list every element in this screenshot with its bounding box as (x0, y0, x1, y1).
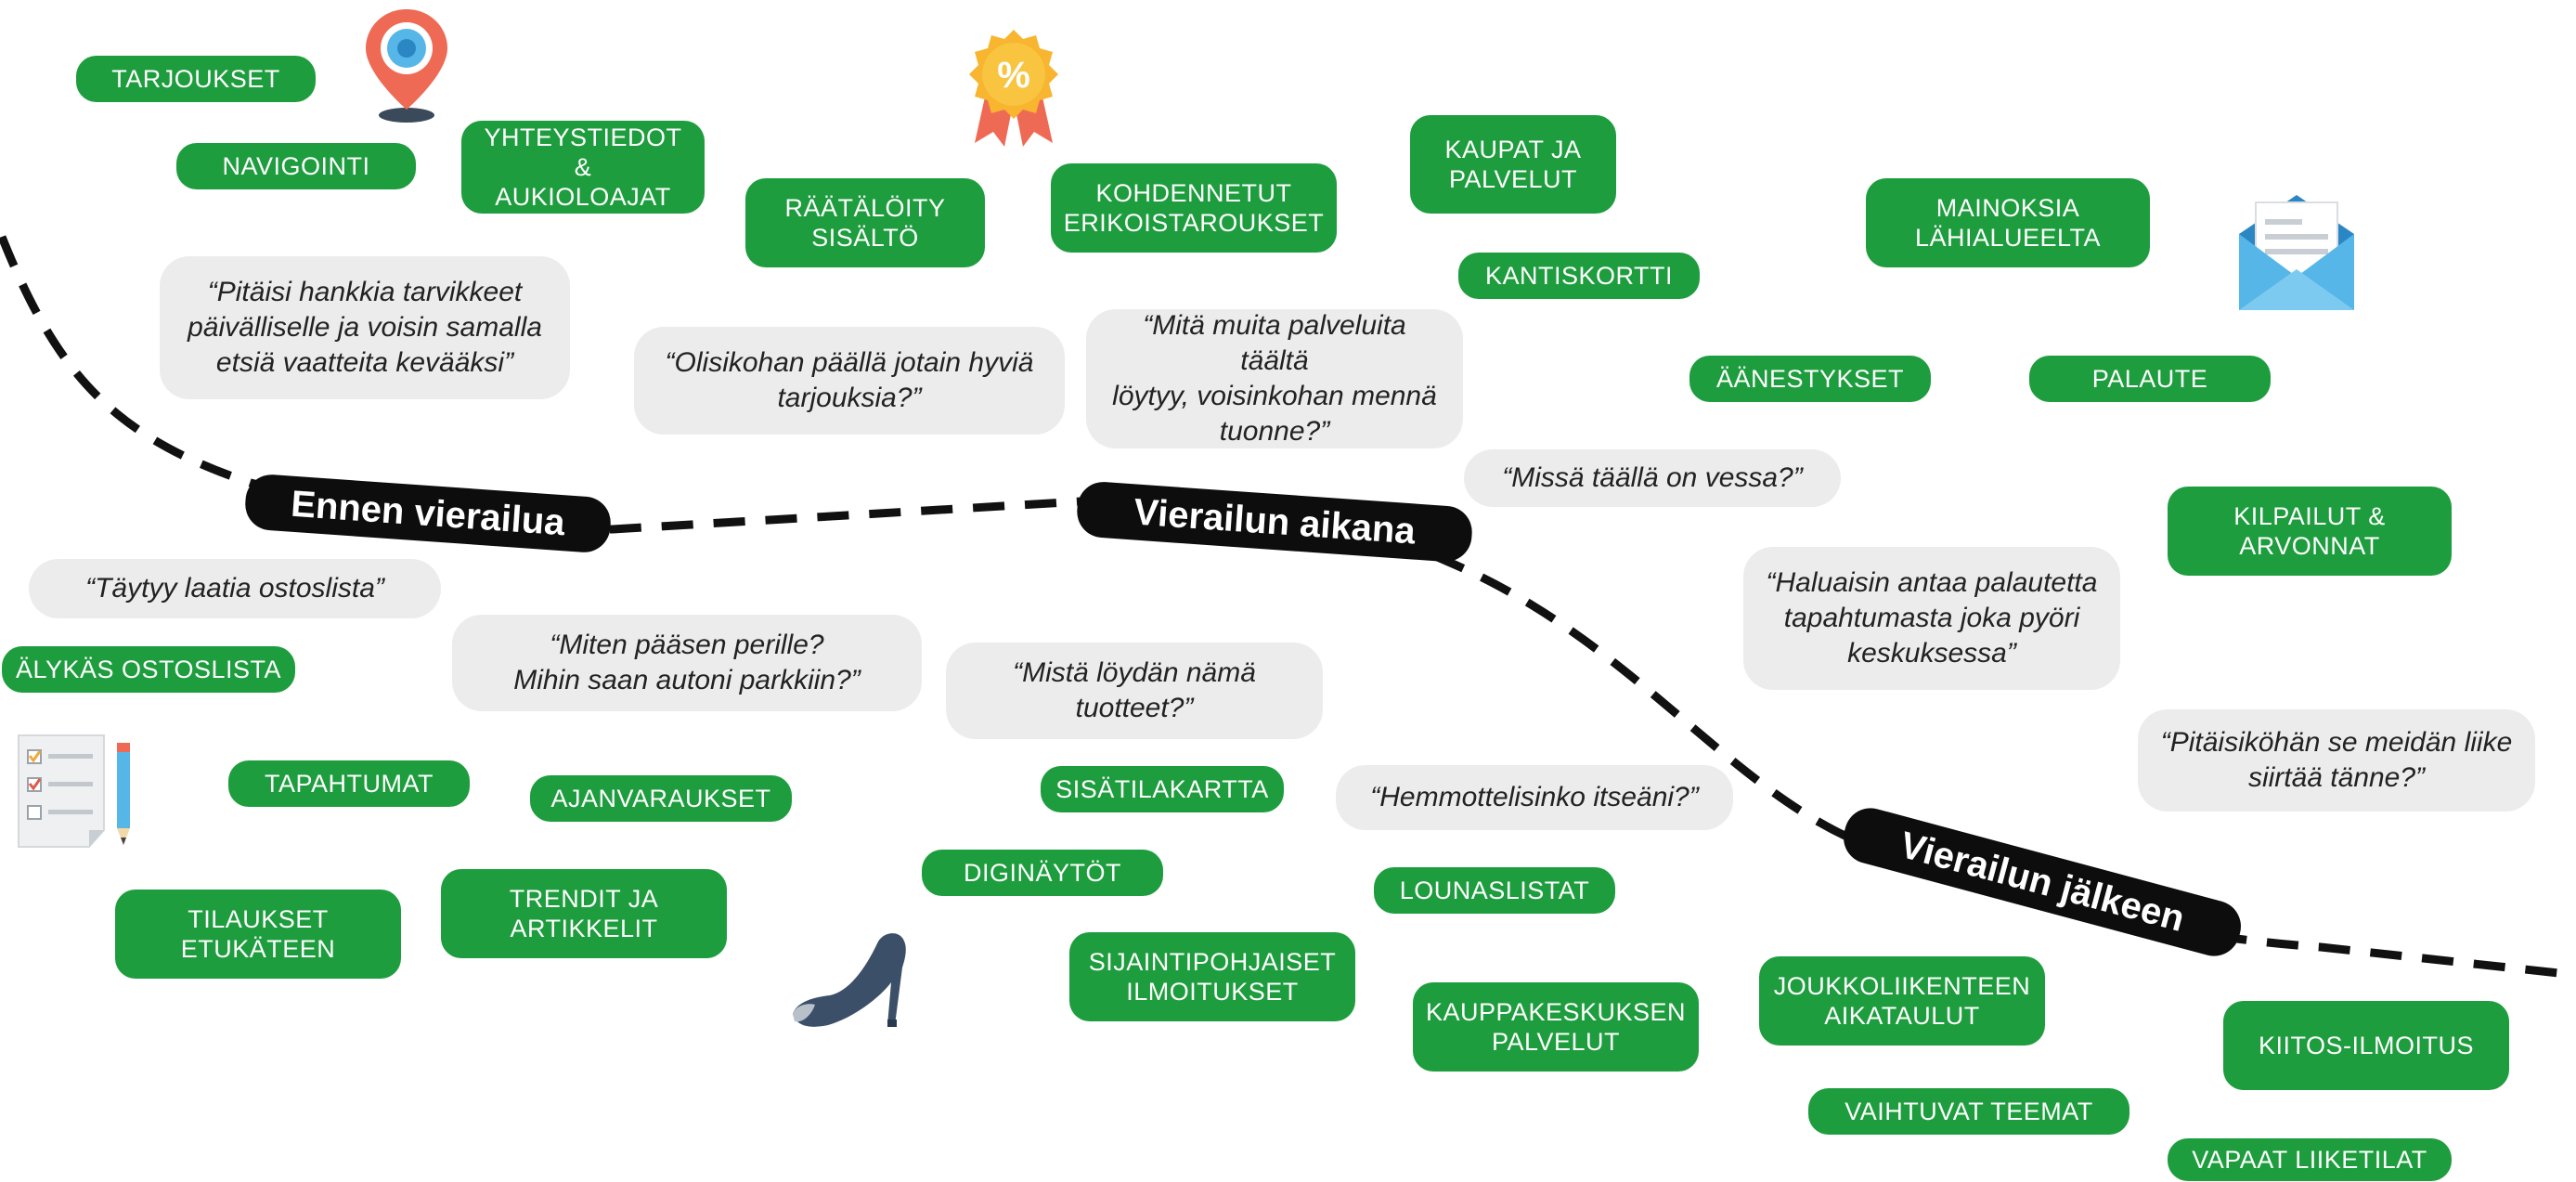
svg-text:%: % (997, 55, 1030, 96)
tag-kauppakeskuksen: KAUPPAKESKUKSEN PALVELUT (1413, 982, 1699, 1072)
tag-ajanvaraukset: AJANVARAUKSET (530, 775, 792, 822)
quote-ostoslista: “Täytyy laatia ostoslista” (29, 559, 441, 618)
tag-aanestykset: ÄÄNESTYKSET (1689, 356, 1931, 402)
tag-trendit: TRENDIT JA ARTIKKELIT (441, 869, 727, 958)
envelope-letter-icon (2239, 195, 2354, 310)
tag-mainoksia: MAINOKSIA LÄHIALUEELTA (1866, 178, 2150, 267)
quote-palveluita: “Mitä muita palveluita täältä löytyy, vo… (1086, 309, 1463, 448)
tag-kohdennetut: KOHDENNETUT ERIKOISTAROUKSET (1051, 163, 1337, 253)
high-heel-shoe-icon (793, 933, 906, 1027)
tag-tilaukset: TILAUKSET ETUKÄTEEN (115, 890, 401, 979)
map-pin-icon (366, 9, 447, 123)
tag-yhteystiedot: YHTEYSTIEDOT & AUKIOLOAJAT (461, 121, 705, 214)
tag-kilpailut: KILPAILUT & ARVONNAT (2168, 487, 2452, 576)
quote-palautetta: “Haluaisin antaa palautetta tapahtumasta… (1743, 547, 2120, 690)
quote-siirtaa: “Pitäisiköhän se meidän liike siirtää tä… (2138, 709, 2535, 812)
tag-navigointi: NAVIGOINTI (176, 143, 416, 189)
tag-palaute: PALAUTE (2029, 356, 2271, 402)
tag-vapaat: VAPAAT LIIKETILAT (2168, 1138, 2452, 1181)
tag-lounaslistat: LOUNASLISTAT (1374, 867, 1615, 914)
tag-tapahtumat: TAPAHTUMAT (228, 760, 470, 807)
quote-perille: “Miten pääsen perille? Mihin saan autoni… (452, 615, 922, 711)
tag-kaupat: KAUPAT JA PALVELUT (1410, 115, 1616, 214)
tag-kantiskortti: KANTISKORTTI (1458, 253, 1700, 299)
checklist-pencil-icon (18, 734, 130, 848)
tag-diginaytot: DIGINÄYTÖT (922, 850, 1163, 896)
tag-vaihtuvat: VAIHTUVAT TEEMAT (1808, 1088, 2129, 1135)
tag-kiitos: KIITOS-ILMOITUS (2223, 1001, 2509, 1090)
quote-hemmottelisinko: “Hemmottelisinko itseäni?” (1336, 765, 1733, 830)
quote-tuotteet: “Mistä löydän nämä tuotteet?” (946, 643, 1323, 739)
quote-tarvikkeet: “Pitäisi hankkia tarvikkeet päivällisell… (160, 256, 570, 399)
quote-vessa: “Missä täällä on vessa?” (1464, 449, 1841, 507)
tag-tarjoukset: TARJOUKSET (76, 56, 316, 102)
tag-alykas-ostoslista: ÄLYKÄS OSTOSLISTA (2, 646, 295, 693)
tag-joukkoliikenteen: JOUKKOLIIKENTEEN AIKATAULUT (1759, 956, 2045, 1046)
discount-badge-icon: % (969, 30, 1058, 147)
tag-sisatilakartta: SISÄTILAKARTTA (1041, 766, 1284, 812)
tag-sijainti: SIJAINTIPOHJAISET ILMOITUKSET (1069, 932, 1355, 1021)
quote-tarjouksia: “Olisikohan päällä jotain hyviä tarjouks… (634, 327, 1065, 435)
tag-raatalaity: RÄÄTÄLÖITY SISÄLTÖ (745, 178, 985, 267)
